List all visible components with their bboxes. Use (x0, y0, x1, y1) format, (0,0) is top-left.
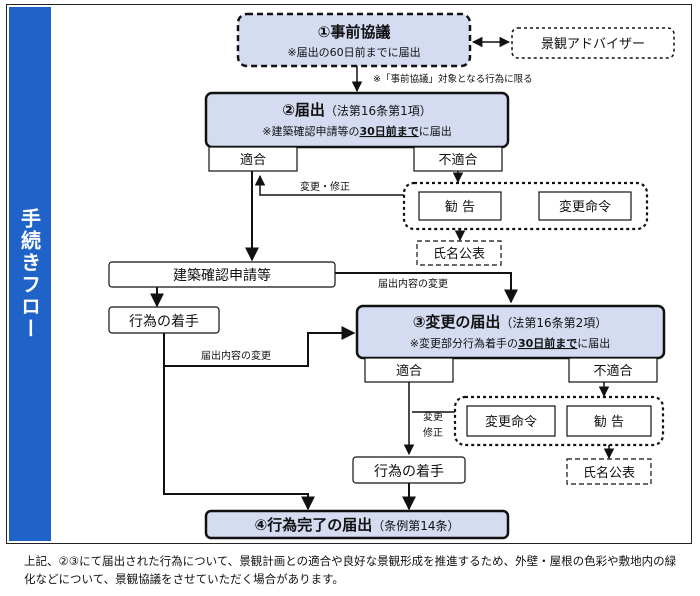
step3-note: ※変更部分行為着手の30日前までに届出 (410, 336, 611, 350)
step4-box (204, 509, 510, 540)
nonconform-box-2 (568, 357, 658, 383)
step1-condition: ※「事前協議」対象となる行為に限る (373, 73, 533, 85)
publish-box-2 (566, 458, 652, 485)
change-order-label-2: 変更命令 (485, 414, 537, 430)
change-order-label-1: 変更命令 (559, 199, 611, 215)
publish-label-1: 氏名公表 (433, 246, 485, 262)
step1-note: ※届出の60日前までに届出 (287, 45, 420, 59)
step4-title-line: ④行為完了の届出（条例第14条） (255, 516, 460, 534)
nonconform-label-1: 不適合 (438, 152, 477, 168)
sidebar-title: 手続きフロー (17, 208, 42, 340)
step3-title-line: ③変更の届出（法第16条第2項） (413, 313, 608, 331)
step2-title: ②届出 (282, 101, 325, 119)
step3-box (355, 304, 666, 360)
step3-law: （法第16条第2項） (500, 316, 607, 330)
actions-to-conform-arrow-1 (254, 174, 404, 196)
step2-law: （法第16条第1項） (325, 104, 432, 118)
change-notice-content-label-1: 届出内容の変更 (378, 277, 448, 290)
start1-to-step4-arrow (163, 333, 315, 511)
step2-note-em: 30日前まで (359, 124, 418, 138)
nonconform-label-2: 不適合 (593, 363, 632, 379)
step3-title: ③変更の届出 (413, 313, 501, 331)
step3-note-em: 30日前まで (518, 336, 577, 350)
change-order-box-2 (466, 405, 556, 437)
building-to-step3-arrow (335, 272, 518, 304)
conform-label-1: 適合 (240, 152, 266, 168)
conform-label-2: 適合 (396, 363, 422, 379)
step1-box (236, 12, 472, 68)
change-order-box-1 (538, 191, 632, 221)
footnote: 上記、②③にて届出された行為について、景観計画との適合や良好な景観形成を推進する… (24, 554, 677, 586)
advisor-label: 景観アドバイザー (541, 37, 645, 52)
step2-box (204, 91, 510, 149)
flow-diagram: ①事前協議 ※届出の60日前までに届出 景観アドバイザー ※「事前協議」対象とな… (108, 12, 675, 540)
start-work-label-2: 行為の着手 (374, 464, 444, 480)
conform-box-2 (364, 357, 454, 383)
change-notice-content-label-2: 届出内容の変更 (201, 349, 271, 362)
step2-title-line: ②届出（法第16条第1項） (282, 101, 432, 119)
step4-title: ④行為完了の届出 (255, 516, 373, 534)
advice-box-2 (566, 405, 652, 437)
advice-label-2: 勧 告 (594, 414, 624, 430)
step2-note: ※建築確認申請等の30日前までに届出 (262, 124, 452, 138)
conform-box-1 (208, 146, 298, 172)
advisor-box (511, 27, 675, 59)
change-correction-label-2b: 修正 (423, 426, 443, 439)
change-correction-label-2a: 変更 (423, 410, 443, 423)
step2-note-post: に届出 (419, 124, 452, 138)
building-confirm-box (108, 261, 336, 288)
step3-note-post: に届出 (577, 336, 610, 350)
building-confirm-label: 建築確認申請等 (173, 267, 271, 284)
step1-title: ①事前協議 (318, 23, 391, 41)
publish-box-1 (416, 240, 502, 266)
step2-note-pre: ※建築確認申請等の (262, 124, 359, 138)
flow-frame (6, 4, 692, 544)
change-correction-label-1: 変更・修正 (300, 180, 350, 193)
step4-law: （条例第14条） (372, 519, 459, 533)
start-to-step3-arrow (164, 326, 356, 367)
advice-box-1 (418, 191, 502, 221)
publish-label-2: 氏名公表 (583, 465, 635, 481)
start-work-label-1: 行為の着手 (129, 314, 199, 330)
advice-label-1: 勧 告 (445, 199, 475, 215)
sidebar: 手続きフロー (9, 7, 51, 541)
step3-note-pre: ※変更部分行為着手の (410, 336, 518, 350)
